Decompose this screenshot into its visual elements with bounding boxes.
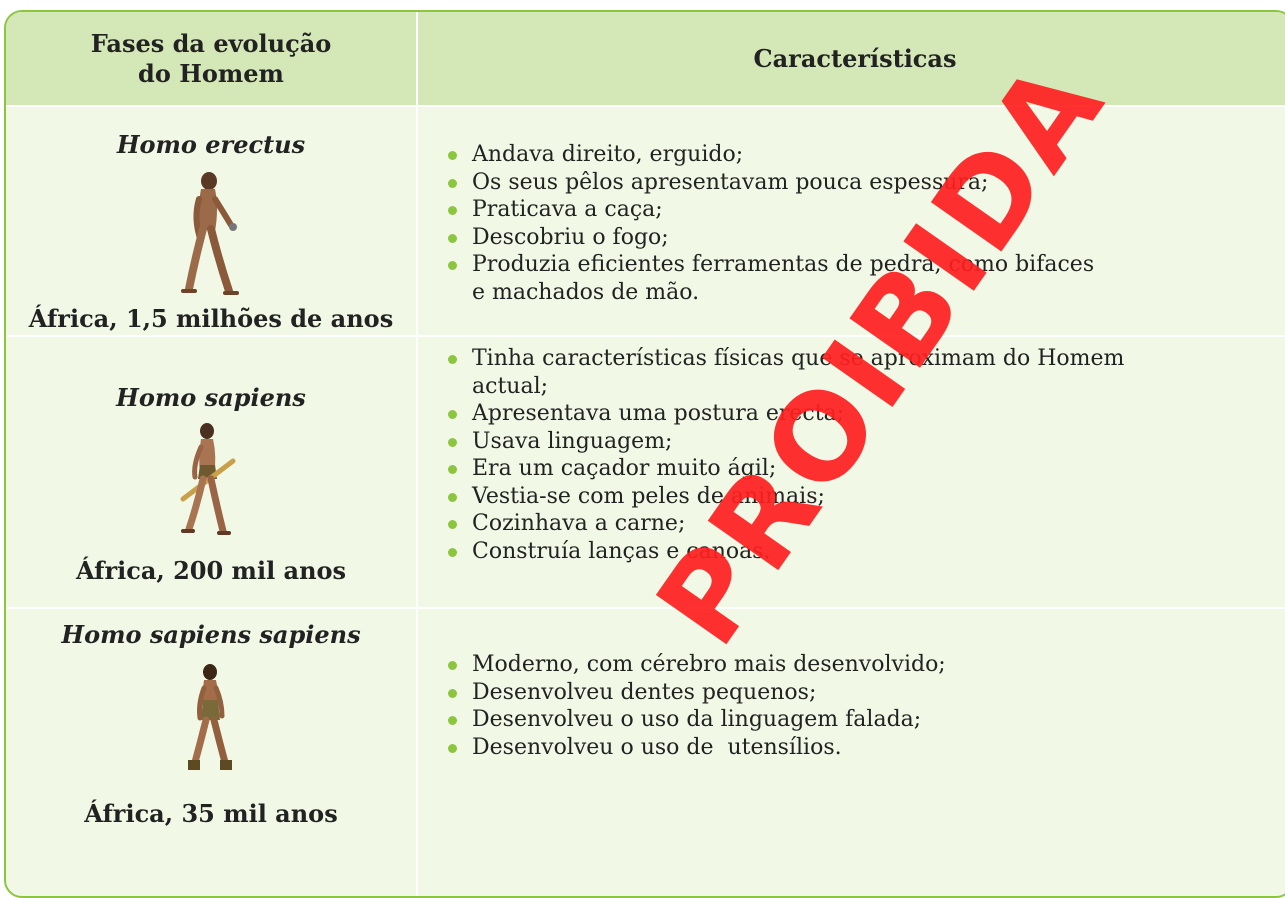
trait-item: Desenvolveu o uso da linguagem falada;: [438, 706, 1232, 734]
species-name: Homo sapiens sapiens: [61, 620, 361, 649]
trait-item: Andava direito, erguido;: [438, 141, 1232, 169]
trait-item: Os seus pêlos apresentavam pouca espessu…: [438, 169, 1232, 197]
trait-item: Vestia-se com peles de animais;: [438, 483, 1232, 511]
traits-cell-homo-sapiens: Tinha características físicas que se apr…: [418, 335, 1285, 607]
species-location: África, 35 mil anos: [84, 799, 338, 828]
traits-cell-homo-sapiens-sapiens: Moderno, com cérebro mais desenvolvido; …: [418, 607, 1285, 896]
header-phases: Fases da evolução do Homem: [6, 12, 418, 105]
trait-item: Era um caçador muito ágil;: [438, 455, 1232, 483]
phase-cell-homo-erectus: Homo erectus África, 1,5 milhões de anos: [6, 105, 418, 335]
trait-item: Apresentava uma postura erecta;: [438, 400, 1232, 428]
trait-item: Usava linguagem;: [438, 428, 1232, 456]
header-phases-line2: do Homem: [138, 58, 284, 88]
header-characteristics: Características: [418, 12, 1285, 105]
phase-cell-homo-sapiens: Homo sapiens África, 200 mil anos: [6, 335, 418, 607]
trait-item: Desenvolveu o uso de utensílios.: [438, 734, 1232, 762]
phase-cell-homo-sapiens-sapiens: Homo sapiens sapiens África, 35 mil anos: [6, 607, 418, 896]
trait-item: Praticava a caça;: [438, 196, 1232, 224]
species-location: África, 200 mil anos: [75, 556, 347, 585]
traits-list: Moderno, com cérebro mais desenvolvido; …: [438, 651, 1232, 761]
header-phases-line1: Fases da evolução: [90, 28, 332, 58]
traits-list: Andava direito, erguido; Os seus pêlos a…: [438, 141, 1232, 306]
species-location: África, 1,5 milhões de anos: [28, 304, 394, 333]
homo-sapiens-illustration: [6, 421, 416, 541]
evolution-table: Fases da evolução do Homem Característic…: [4, 10, 1285, 898]
traits-cell-homo-erectus: Andava direito, erguido; Os seus pêlos a…: [418, 105, 1285, 335]
trait-item: Moderno, com cérebro mais desenvolvido;: [438, 651, 1232, 679]
trait-item: Construía lanças e canoas.: [438, 538, 1232, 566]
trait-item: Desenvolveu dentes pequenos;: [438, 679, 1232, 707]
traits-list: Tinha características físicas que se apr…: [438, 345, 1232, 565]
species-name: Homo sapiens: [116, 383, 306, 412]
homo-erectus-illustration: [6, 169, 416, 299]
species-name: Homo erectus: [116, 130, 306, 159]
homo-sapiens-sapiens-illustration: [6, 660, 416, 778]
trait-item: Cozinhava a carne;: [438, 510, 1232, 538]
trait-item: Tinha características físicas que se apr…: [438, 345, 1232, 400]
trait-item: Descobriu o fogo;: [438, 224, 1232, 252]
trait-item: Produzia eficientes ferramentas de pedra…: [438, 251, 1232, 306]
